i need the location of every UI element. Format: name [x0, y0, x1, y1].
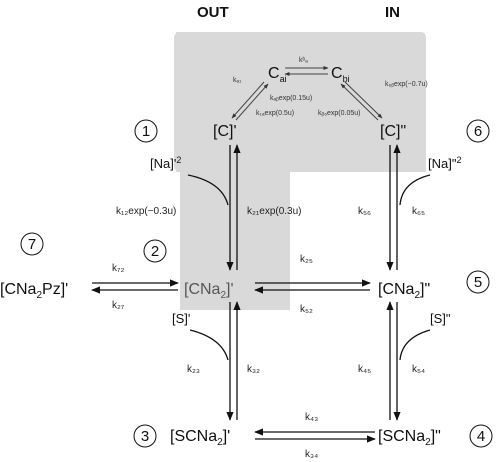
s-out-binding-curve	[189, 329, 229, 361]
ligand-s-in: [S]"	[430, 311, 451, 326]
state-ca: Cai	[268, 65, 287, 84]
circle-1: 1	[134, 119, 158, 143]
rate-k21: k₂₁exp(0.3u)	[247, 206, 302, 217]
circle-2: 2	[143, 239, 167, 263]
na-out-binding-curve	[187, 174, 229, 206]
state-scna2-in: [SCNa2]"	[378, 428, 441, 448]
rate-k23: k₂₃	[187, 364, 200, 375]
state-cna2pz: [CNa2Pz]'	[0, 281, 68, 301]
state-c-in: [C]"	[380, 123, 406, 140]
svg-text:6: 6	[474, 123, 482, 140]
rate-k45: k₄₅	[358, 364, 371, 375]
state-cna2-in: [CNa2]"	[378, 281, 430, 301]
arrow-cb-to-c6	[344, 81, 383, 119]
ligand-s-out: [S]'	[172, 311, 190, 326]
rate-k6b: k₆ᵦexp(−0.7u)	[385, 81, 428, 88]
rate-k56: k₅₆	[358, 206, 371, 217]
circle-3: 3	[133, 424, 157, 448]
s-in-binding-curve	[399, 329, 431, 361]
rate-ka1: kₐ₁	[233, 77, 242, 84]
svg-text:1: 1	[142, 123, 150, 140]
svg-text:4: 4	[477, 428, 485, 445]
state-cb: Cbi	[331, 65, 350, 84]
circle-4: 4	[469, 424, 493, 448]
arrow-ca-to-c1	[231, 81, 265, 119]
rate-kba: kᵇₐ	[299, 57, 308, 64]
arrow-c1-to-ca	[235, 83, 269, 121]
svg-text:3: 3	[141, 428, 149, 445]
rate-k32: k₃₂	[247, 364, 260, 375]
circle-6: 6	[466, 119, 490, 143]
rate-kab: kₐᵦexp(0.15u)	[270, 95, 312, 102]
na-in-binding-curve	[399, 174, 431, 206]
rate-k25: k₂₅	[300, 254, 313, 265]
rate-k43: k₄₃	[305, 412, 318, 423]
rate-k12: k₁₂exp(−0.3u)	[116, 206, 176, 217]
state-scna2-out: [SCNa2]'	[170, 428, 230, 448]
rate-k27: k₂₇	[112, 300, 125, 311]
rate-k1a: k₁ₐexp(0.5u)	[256, 110, 294, 117]
rate-k54: k₅₄	[412, 364, 425, 375]
rate-kb6: kᵦ₆exp(0.05u)	[318, 110, 361, 117]
svg-text:2: 2	[151, 243, 159, 260]
rate-k34: k₃₄	[305, 449, 318, 460]
ligand-na-in: [Na]"2	[428, 155, 461, 171]
header-out: OUT	[197, 4, 229, 21]
header-in: IN	[385, 4, 400, 21]
state-c-out: [C]'	[213, 123, 237, 140]
svg-text:7: 7	[28, 236, 36, 253]
arrow-c6-to-cb	[340, 83, 379, 121]
shaded-top-box	[174, 32, 426, 172]
circle-7: 7	[20, 232, 44, 256]
rate-k52: k₅₂	[300, 304, 313, 315]
state-cna2-out: [CNa2]'	[184, 281, 234, 301]
svg-text:5: 5	[474, 274, 482, 291]
circle-5: 5	[466, 270, 490, 294]
ligand-na-out: [Na]'2	[150, 155, 181, 171]
rate-k65: k₆₅	[412, 206, 425, 217]
rate-k72: k₇₂	[112, 263, 124, 274]
